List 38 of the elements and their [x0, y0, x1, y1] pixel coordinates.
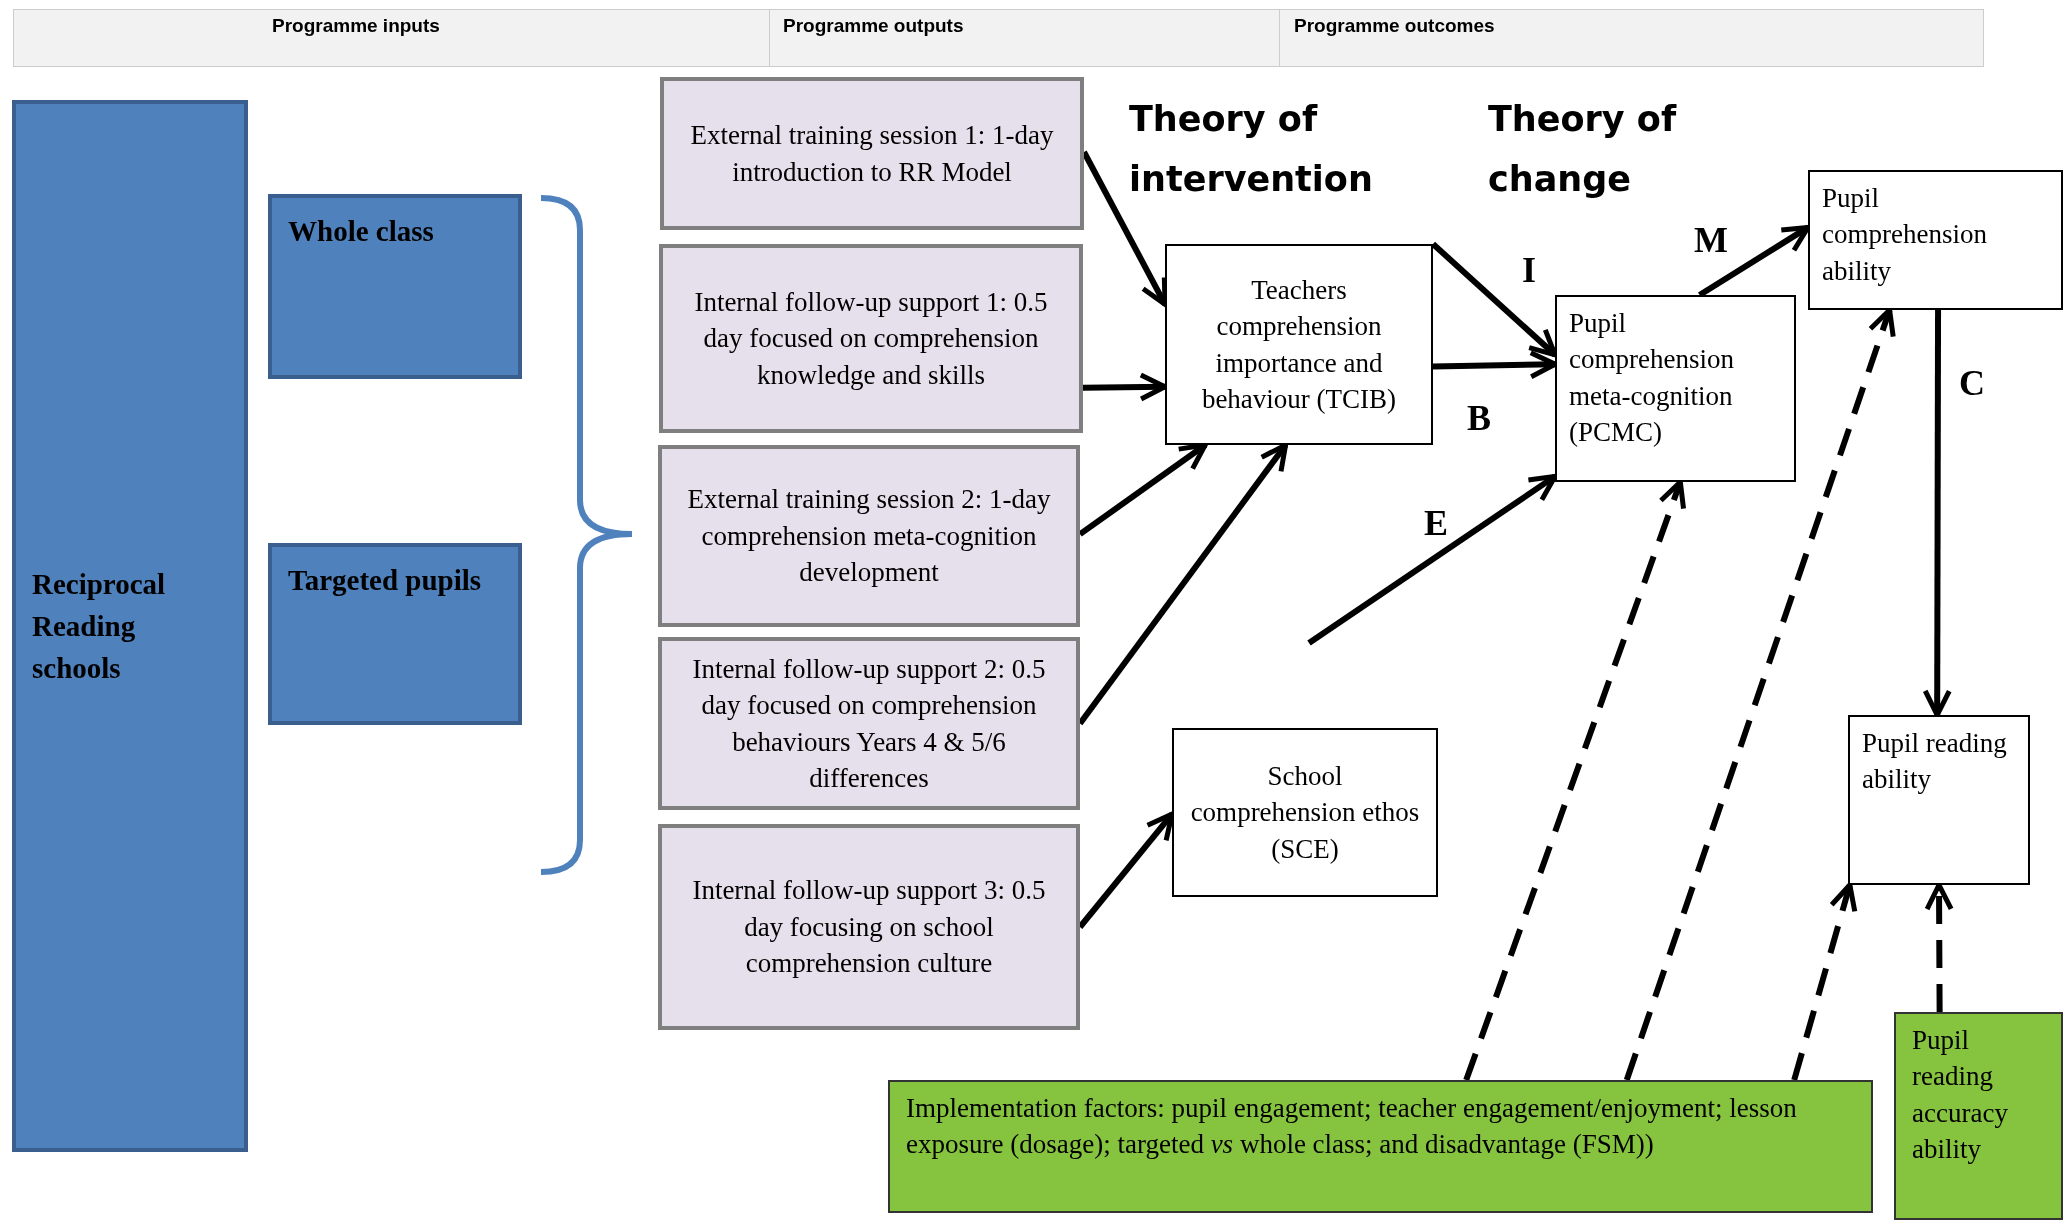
group-box [268, 543, 522, 725]
column-heading: Programme outputs [783, 14, 964, 38]
box-text: External training session 2: 1-day comprehension meta-cognition development [686, 483, 1052, 590]
factor-box [1894, 1012, 2063, 1220]
outcome-box [1172, 728, 1438, 897]
box-text: Reciprocal Reading schools [32, 566, 167, 686]
arrow [1307, 473, 1558, 646]
section-heading: Theory of intervention [1129, 98, 1369, 201]
box-text: Implementation factors: pupil engagement; teacher engagement/enjoyment; lesson exposure (dosage); targeted vs whole class; and disadvantage (FSM)) [906, 1092, 1798, 1162]
box-text: Targeted pupils [288, 563, 483, 598]
box-text: Pupil comprehension meta-cognition (PCMC) [1569, 307, 1735, 450]
column-heading: Programme inputs [272, 14, 440, 38]
arrow [1791, 882, 1858, 1081]
box-text: Internal follow-up support 2: 0.5 day focused on comprehension behaviours Years 4 & 5/6 differences [691, 652, 1047, 795]
outcome-box [1165, 244, 1433, 445]
arrow [1922, 310, 1952, 718]
factor-box [888, 1080, 1873, 1213]
outcome-box [1808, 170, 2063, 310]
programme-box [12, 100, 248, 1152]
box-text: Pupil comprehension ability [1822, 182, 1988, 288]
box-text: Internal follow-up support 1: 0.5 day focused on comprehension knowledge and skills [693, 285, 1049, 392]
box-text: External training session 1: 1-day introduction to RR Model [689, 119, 1055, 189]
box-text: Whole class [288, 214, 435, 249]
box-text: Pupil reading accuracy ability [1912, 1024, 2009, 1167]
activity-box [658, 445, 1080, 627]
box-text: Pupil reading ability [1862, 727, 2008, 797]
box-text: Internal follow-up support 3: 0.5 day focusing on school comprehension culture [691, 874, 1047, 981]
outcome-box [1555, 295, 1796, 482]
activity-box [658, 637, 1080, 810]
activity-box [659, 244, 1083, 433]
outcome-box [1848, 715, 2030, 885]
activity-box [660, 77, 1084, 230]
box-text: School comprehension ethos (SCE) [1189, 759, 1421, 866]
section-heading: Theory of change [1488, 98, 1678, 201]
activity-box [658, 824, 1080, 1030]
column-heading: Programme outcomes [1294, 14, 1495, 38]
box-text: Teachers comprehension importance and behaviour (TCIB) [1200, 273, 1398, 416]
group-box [268, 194, 522, 379]
